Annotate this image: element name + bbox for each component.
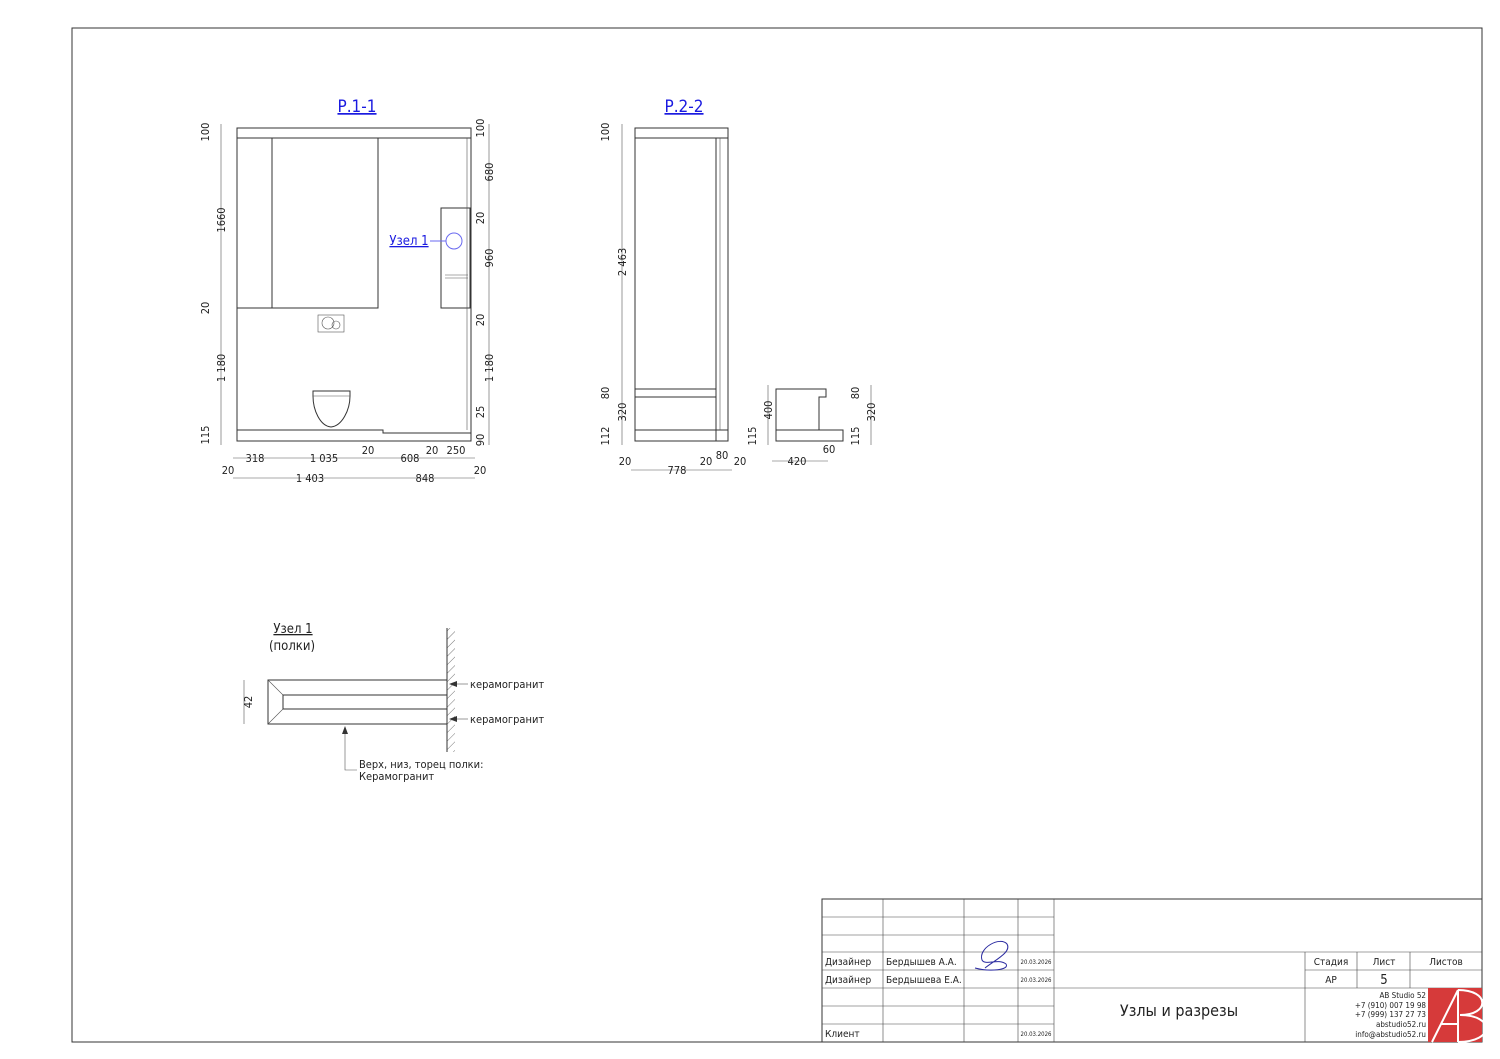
sheet-section1-dims_left-2: 20 (199, 302, 212, 315)
sheet-section1-dims_bottom2-0: 20 (222, 464, 235, 477)
sheet-section1-dims_bottom2-1: 1 403 (296, 472, 324, 485)
sheet-section1-dims_bottom1-2: 20 (362, 444, 375, 457)
section-1-1: Р.1-1 Узел 1 100 1660 20 1 180 115 (199, 97, 496, 485)
section-2-2: Р.2-2 100 2 463 80 320 112 20 778 20 80 … (599, 97, 878, 477)
title_block-rows-1-role: Дизайнер (825, 975, 871, 986)
sheet-section2-dims_bottom-3: 80 (716, 449, 729, 462)
sheet-section2-profile_dims-6: 115 (849, 427, 862, 446)
sheet-section1-dims_bottom1-4: 20 (426, 444, 439, 457)
sheet-section1-dims_right-3: 960 (483, 249, 496, 268)
title_block-rows-2-date: 20.03.2026 (1021, 1031, 1052, 1038)
title_block-company-phone1: +7 (910) 007 19 98 (1355, 1001, 1427, 1010)
sheet-section2-profile_dims-3: 60 (823, 443, 836, 456)
sheet-section1-dims_bottom1-5: 250 (447, 444, 466, 457)
sheet-node1-label_bottom: керамогранит (470, 713, 544, 726)
title_block-rows-2-role: Клиент (825, 1029, 860, 1040)
title_block-company-email: info@abstudio52.ru (1355, 1030, 1426, 1039)
node-1-marker (445, 232, 463, 250)
sheet-section1-dims_right-4: 20 (474, 314, 487, 327)
sheet-section1-dims_bottom1-3: 608 (401, 452, 420, 465)
title_block-rows-0-role: Дизайнер (825, 957, 871, 968)
sheet-section2-dims_bottom-4: 20 (734, 455, 747, 468)
title_block-stage_label: Стадия (1314, 957, 1349, 968)
signature (974, 940, 1009, 971)
title_block-sheets_label: Листов (1429, 957, 1463, 968)
node-1-callout[interactable]: Узел 1 (389, 234, 428, 249)
sheet-section2-dims_bottom-0: 20 (619, 455, 632, 468)
sheet-section1-dims_left-4: 115 (199, 426, 212, 445)
shelf-niche (440, 207, 471, 309)
title_block-sheet: 5 (1380, 973, 1387, 988)
sheet-section1-dims_left-0: 100 (199, 123, 212, 142)
sheet-node1-label_top: керамогранит (470, 678, 544, 691)
sheet-section2-profile_dims-4: 80 (849, 387, 862, 400)
sheet-section2-dims_left-0: 100 (599, 123, 612, 142)
title_block-rows-1-date: 20.03.2026 (1021, 977, 1052, 984)
sheet-section2-profile_dims-1: 115 (746, 427, 759, 446)
title_block-rows-1-name: Бердышева Е.А. (886, 975, 962, 986)
drawing-title: Узлы и разрезы (1120, 1001, 1238, 1020)
sheet-section1-dims_right-7: 90 (474, 434, 487, 447)
sheet-section1-dims_left-1: 1660 (215, 207, 228, 232)
sheet-section2-profile_dims-2: 420 (788, 455, 807, 468)
sheet-frame (71, 27, 1483, 1043)
section-1-title[interactable]: Р.1-1 (337, 97, 376, 117)
sheet-node1-thickness: 42 (242, 696, 255, 709)
title_block-stage: АР (1325, 975, 1337, 986)
title_block-company-name: AB Studio 52 (1379, 991, 1426, 1000)
wall (447, 628, 455, 752)
shelf-core (282, 694, 448, 710)
toilet-icon (312, 390, 351, 428)
sheet-section1-dims_right-2: 20 (474, 212, 487, 225)
node-1-detail: Узел 1 (полки) 42 керамогранит керамогра… (242, 622, 544, 783)
sheet-section1-dims_bottom2-2: 848 (416, 472, 435, 485)
sheet-section1-dims_left-3: 1 180 (215, 354, 228, 382)
sheet-section1-dims_right-6: 25 (474, 406, 487, 419)
company-logo (1428, 988, 1487, 1043)
sheet-node1-note_line1: Верх, низ, торец полки: (359, 758, 483, 771)
sheet-section2-dims_bottom-1: 778 (668, 464, 687, 477)
sheet-section1-dims_bottom1-0: 318 (246, 452, 265, 465)
sheet-section1-dims_right-0: 100 (474, 119, 487, 138)
sheet-section2-dims_left-3: 320 (616, 403, 629, 422)
sheet-section2-dims_left-1: 2 463 (616, 248, 629, 276)
title_block-company-site: abstudio52.ru (1376, 1020, 1426, 1029)
profile-shape (775, 388, 827, 431)
title_block-sheet_label: Лист (1373, 957, 1396, 968)
section-2-title[interactable]: Р.2-2 (664, 97, 703, 117)
sink-icon (317, 314, 345, 333)
sheet-section1-dims_right-1: 680 (483, 163, 496, 182)
title_block-rows-0-date: 20.03.2026 (1021, 959, 1052, 966)
title_block-rows-0-name: Бердышев А.А. (886, 957, 957, 968)
sheet-node1-subtitle: (полки) (269, 639, 315, 654)
sheet-node1-note_line2: Керамогранит (359, 770, 434, 783)
sheet-section2-profile_dims-5: 320 (865, 403, 878, 422)
sheet-node1-title: Узел 1 (273, 622, 312, 637)
title_block-company-phone2: +7 (999) 137 27 73 (1355, 1010, 1426, 1019)
sheet-section1-dims_bottom1-1: 1 035 (310, 452, 338, 465)
sheet-section1-dims_bottom2-3: 20 (474, 464, 487, 477)
sheet-section2-dims_left-4: 112 (599, 427, 612, 446)
mirror-opening (271, 137, 379, 309)
sheet-section2-dims_bottom-2: 20 (700, 455, 713, 468)
title-block: Дизайнер Бердышев А.А. 20.03.2026 Дизайн… (821, 898, 1487, 1043)
sheet-section2-dims_left-2: 80 (599, 387, 612, 400)
sheet-section2-profile_dims-0: 400 (762, 401, 775, 420)
sheet-section1-dims_right-5: 1 180 (483, 354, 496, 382)
